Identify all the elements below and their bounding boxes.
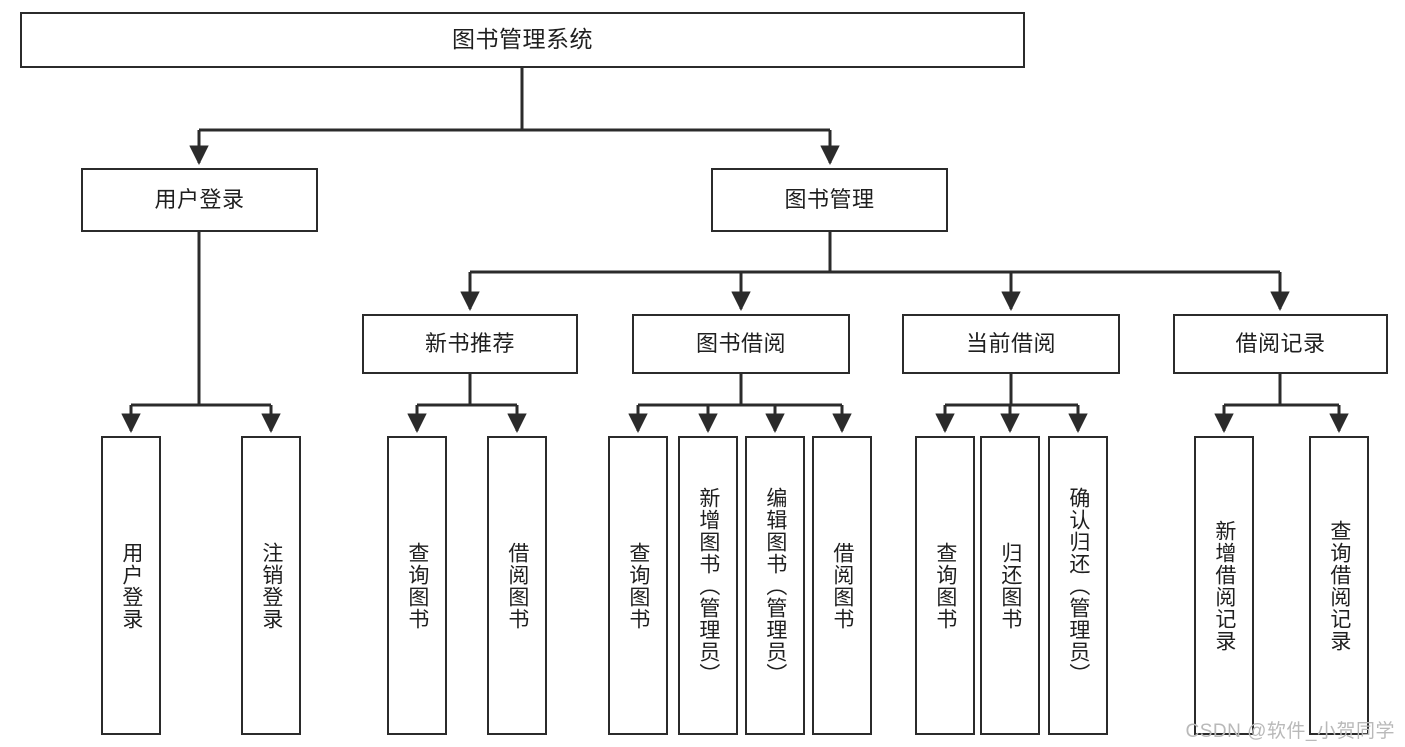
leaf-user-login-logout[interactable]: 注销登录	[241, 436, 301, 735]
node-book-borrow[interactable]: 图书借阅	[632, 314, 850, 374]
leaf-label: 确认归还（管理员）	[1066, 486, 1090, 685]
node-new-book-recommend[interactable]: 新书推荐	[362, 314, 578, 374]
leaf-label: 查询图书	[933, 541, 957, 630]
leaf-label: 归还图书	[998, 541, 1022, 630]
leaf-current-confirm-return-admin[interactable]: 确认归还（管理员）	[1048, 436, 1108, 735]
node-root-system[interactable]: 图书管理系统	[20, 12, 1025, 68]
node-user-login[interactable]: 用户登录	[81, 168, 318, 232]
leaf-borrow-edit-book-admin[interactable]: 编辑图书（管理员）	[745, 436, 805, 735]
leaf-label: 新增借阅记录	[1212, 519, 1236, 652]
leaf-user-login-login[interactable]: 用户登录	[101, 436, 161, 735]
leaf-label: 编辑图书（管理员）	[763, 486, 787, 685]
leaf-borrow-add-book-admin[interactable]: 新增图书（管理员）	[678, 436, 738, 735]
leaf-record-add-record[interactable]: 新增借阅记录	[1194, 436, 1254, 735]
leaf-label: 借阅图书	[505, 541, 529, 630]
leaf-label: 查询借阅记录	[1327, 519, 1351, 652]
leaf-label: 查询图书	[626, 541, 650, 630]
leaf-current-return-book[interactable]: 归还图书	[980, 436, 1040, 735]
leaf-label: 借阅图书	[830, 541, 854, 630]
leaf-label: 查询图书	[405, 541, 429, 630]
leaf-record-query-record[interactable]: 查询借阅记录	[1309, 436, 1369, 735]
leaf-label: 注销登录	[259, 541, 283, 630]
node-book-management[interactable]: 图书管理	[711, 168, 948, 232]
leaf-new-book-query[interactable]: 查询图书	[387, 436, 447, 735]
leaf-label: 用户登录	[119, 541, 143, 630]
watermark: CSDN @软件_小贺同学	[1185, 721, 1395, 742]
node-current-borrow[interactable]: 当前借阅	[902, 314, 1120, 374]
leaf-borrow-borrow-book[interactable]: 借阅图书	[812, 436, 872, 735]
leaf-borrow-query-book[interactable]: 查询图书	[608, 436, 668, 735]
leaf-new-book-borrow[interactable]: 借阅图书	[487, 436, 547, 735]
leaf-current-query-book[interactable]: 查询图书	[915, 436, 975, 735]
leaf-label: 新增图书（管理员）	[696, 486, 720, 685]
node-borrow-record[interactable]: 借阅记录	[1173, 314, 1388, 374]
